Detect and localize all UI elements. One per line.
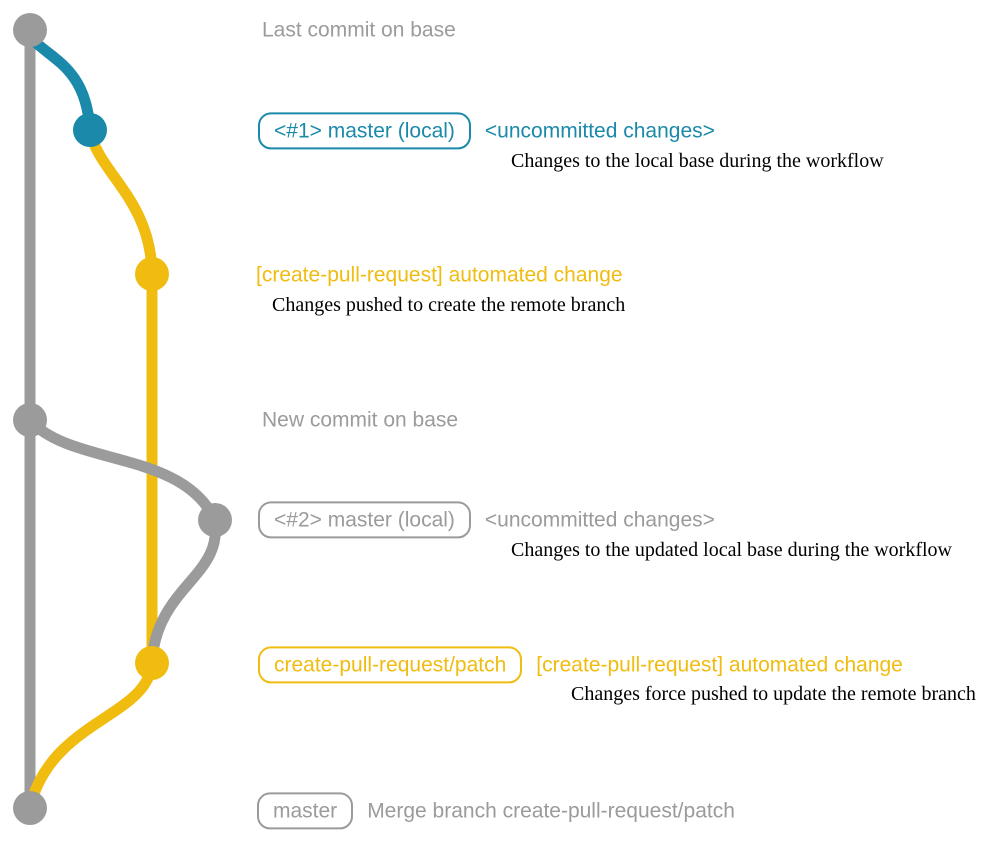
push-commit-description: Changes pushed to create the remote bran… [272,294,626,316]
commit-dot-merge [13,791,47,825]
force-push-description: Changes force pushed to update the remot… [571,683,976,705]
commit-dot-base-new [13,403,47,437]
merge-curve [26,657,158,806]
local-commit-2-description: Changes to the updated local base during… [511,539,952,561]
base-update-curve [24,414,221,666]
commit-dot-push [135,257,169,291]
branch-tag-master-local-2: <#2> master (local) [258,501,471,539]
force-push-row: create-pull-request/patch [create-pull-r… [258,646,903,684]
base-last-title: Last commit on base [262,18,456,42]
local-change-curve-1 [25,32,96,136]
branch-tag-master: master [257,792,354,830]
uncommitted-changes-label-2: <uncommitted changes> [484,508,715,531]
merge-commit-message: Merge branch create-pull-request/patch [367,799,735,822]
force-push-commit-message: [create-pull-request] automated change [536,653,903,676]
commit-dot-local-2 [198,503,232,537]
branch-tag-master-local-1: <#1> master (local) [258,112,471,150]
uncommitted-changes-label-1: <uncommitted changes> [484,119,715,142]
local-commit-1-description: Changes to the local base during the wor… [511,150,884,172]
commit-dot-force-push [135,646,169,680]
commit-dot-base-last [13,13,47,47]
local-commit-2-row: <#2> master (local) <uncommitted changes… [258,501,715,539]
branch-tag-create-pull-request-patch: create-pull-request/patch [258,646,523,684]
base-new-title: New commit on base [262,408,459,432]
local-commit-1-row: <#1> master (local) <uncommitted changes… [258,112,715,150]
push-commit-message: [create-pull-request] automated change [256,263,623,287]
commit-dot-local-1 [73,113,107,147]
pr-branch-curve-top [84,124,158,278]
merge-row: master Merge branch create-pull-request/… [257,792,735,830]
